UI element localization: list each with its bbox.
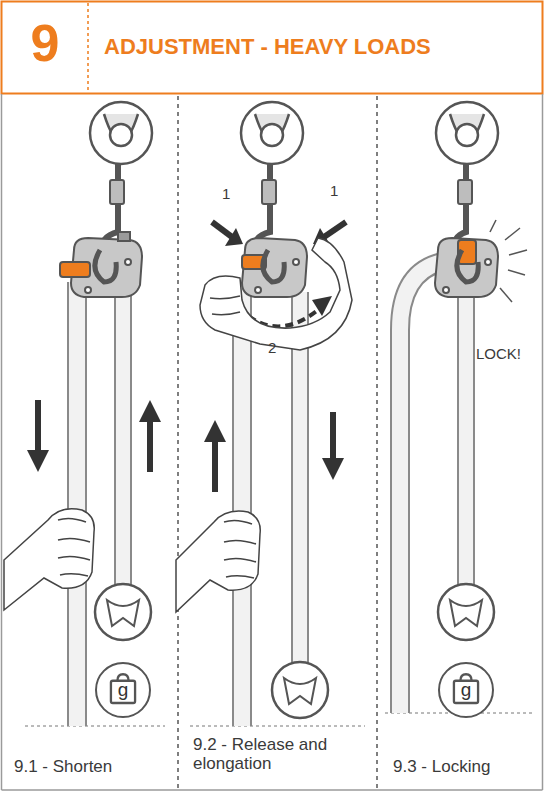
step-caption: 9.3 - Locking bbox=[393, 757, 538, 776]
weight-icon: g bbox=[95, 662, 151, 718]
step-caption: 9.2 - Release and elongation bbox=[193, 735, 368, 773]
callout-number: 1 bbox=[330, 183, 350, 200]
anchor-symbol bbox=[90, 102, 498, 164]
hand bbox=[4, 238, 352, 612]
step-number: 9 bbox=[20, 14, 70, 72]
shake-lines bbox=[490, 220, 527, 302]
weight-text: g bbox=[97, 679, 149, 701]
callout-number: 2 bbox=[268, 340, 288, 357]
step-caption: 9.1 - Shorten bbox=[14, 757, 174, 776]
title: ADJUSTMENT - HEAVY LOADS bbox=[104, 34, 431, 60]
motion-arrow bbox=[27, 222, 346, 492]
harness-symbol bbox=[95, 584, 494, 718]
weight-icon: g bbox=[438, 662, 494, 718]
weight-text: g bbox=[440, 679, 492, 701]
status-label: LOCK! bbox=[476, 346, 540, 363]
callout-number: 1 bbox=[222, 186, 242, 203]
belay-device bbox=[60, 163, 498, 297]
